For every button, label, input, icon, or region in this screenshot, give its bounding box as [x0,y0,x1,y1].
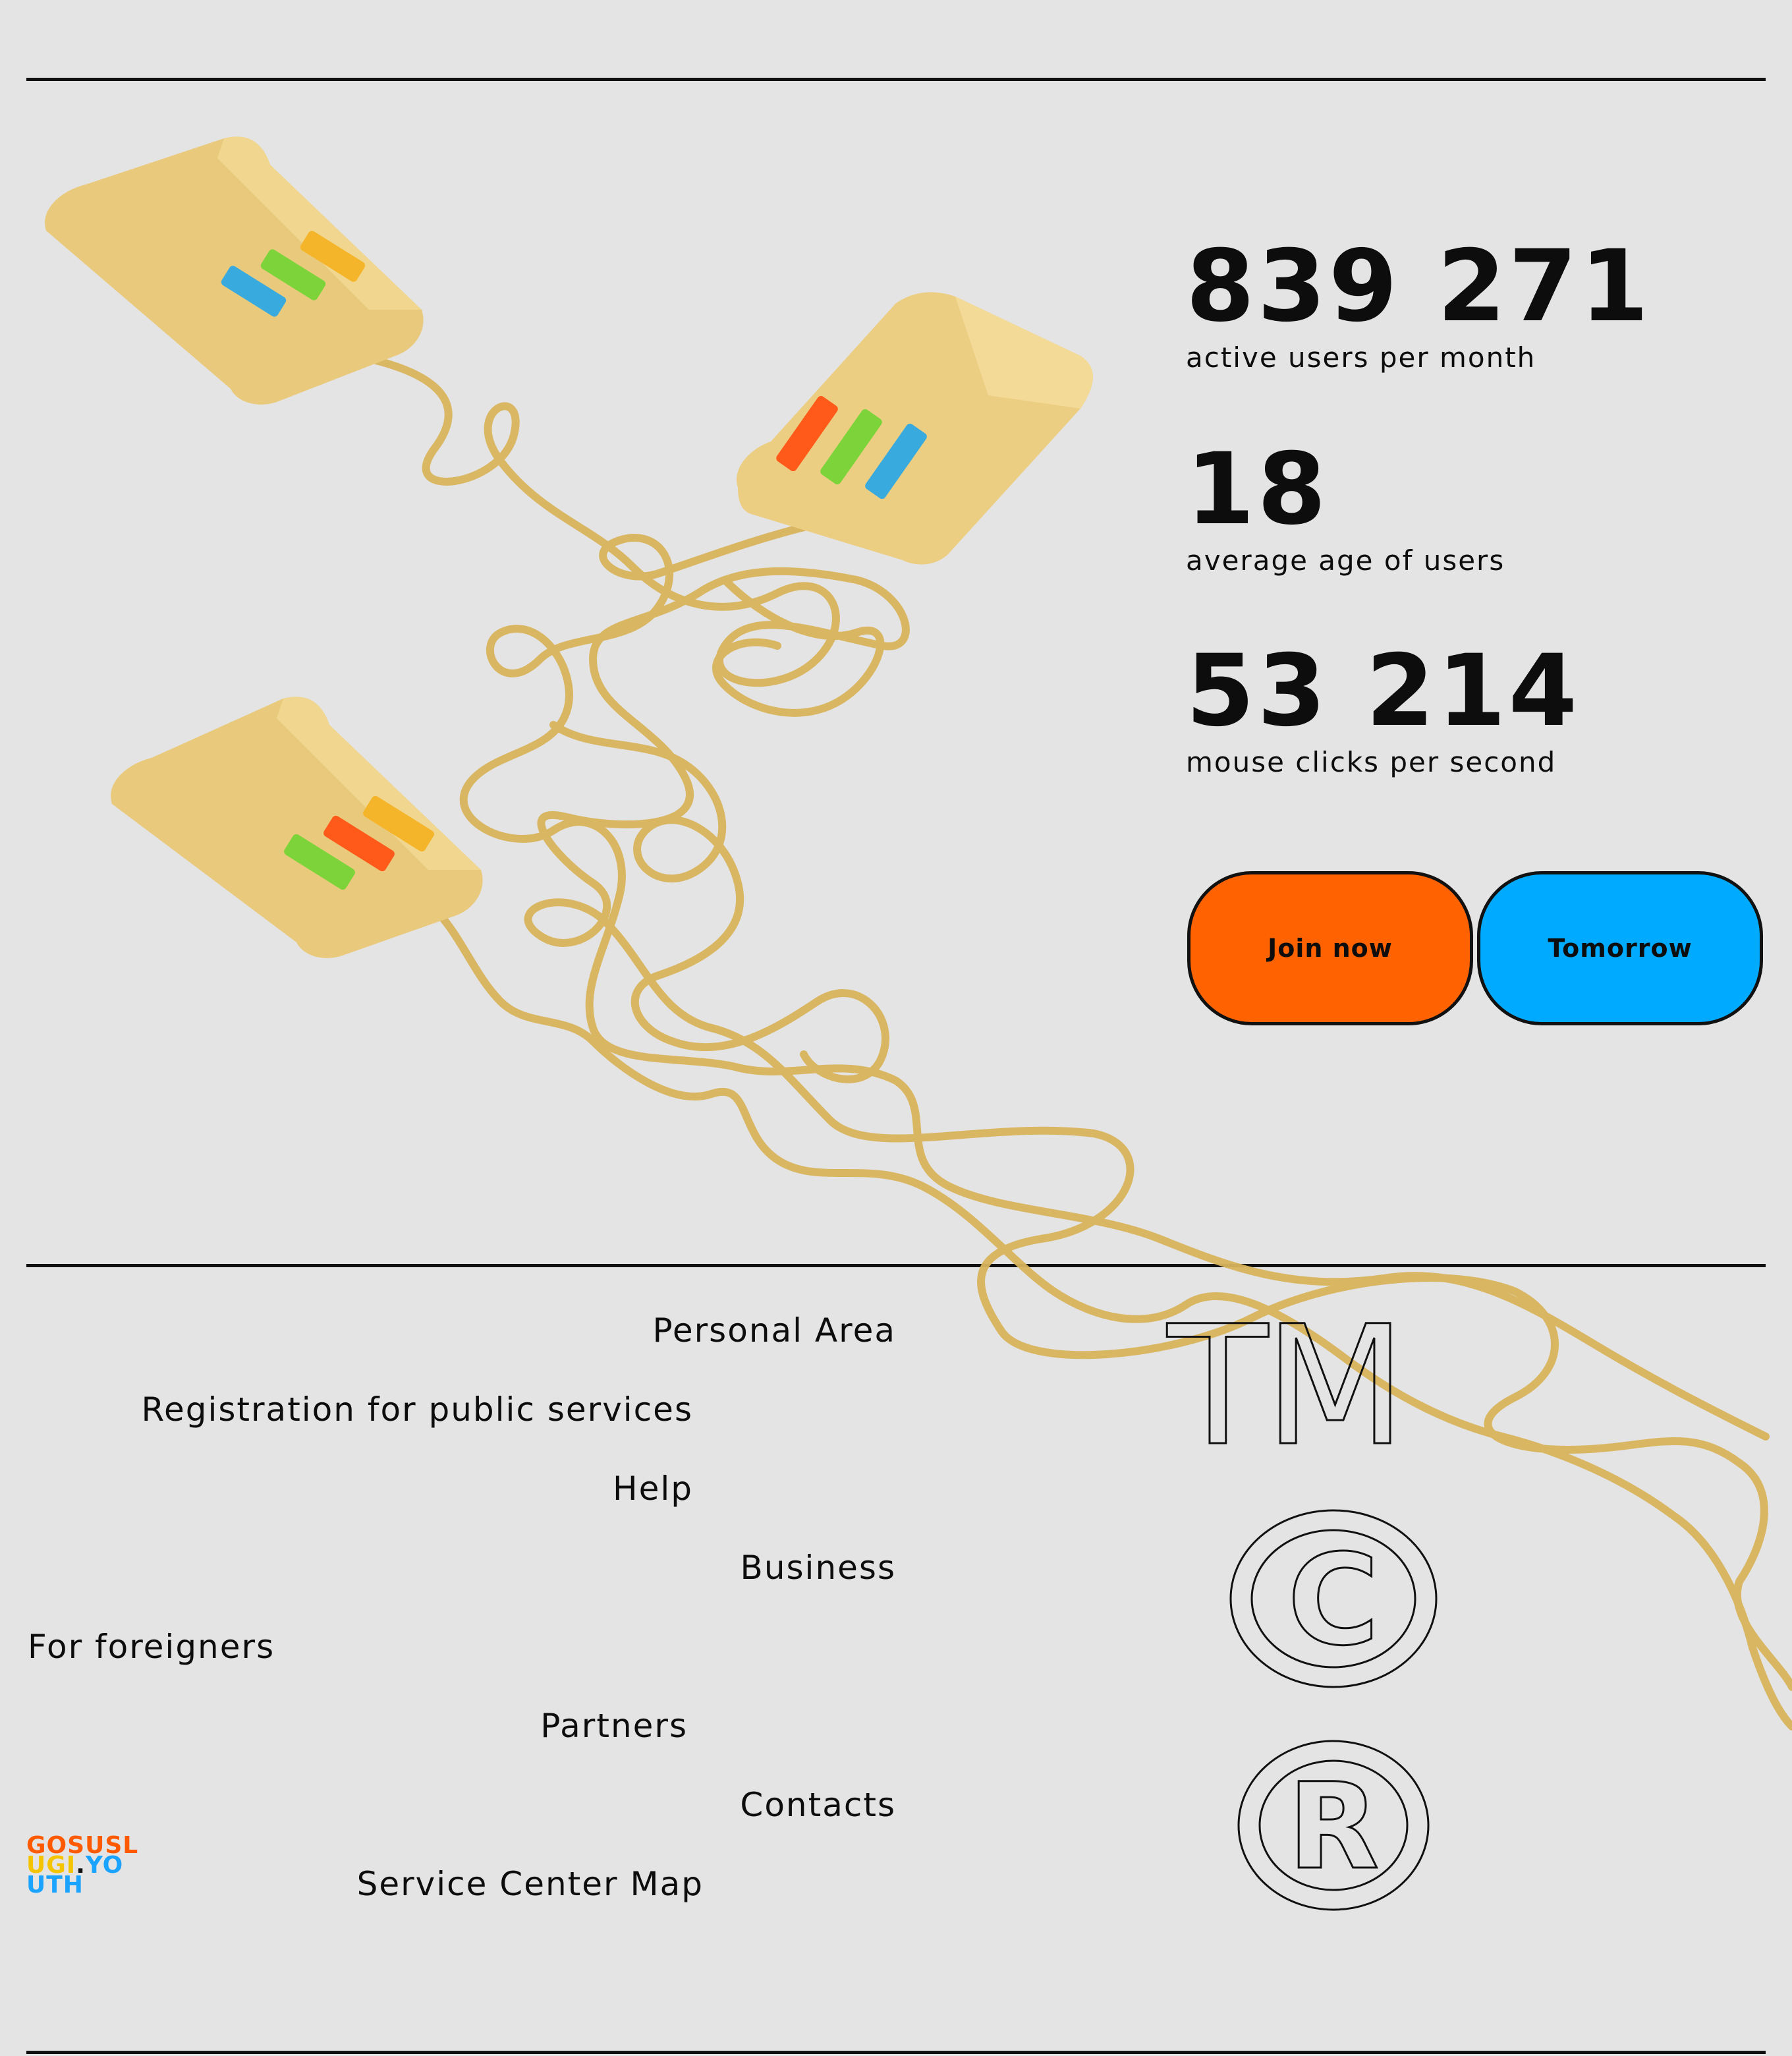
nav-contacts[interactable]: Contacts [740,1786,896,1824]
top-divider [26,78,1766,81]
stat-value: 18 [1186,432,1329,547]
middle-divider [26,1264,1766,1267]
bottom-divider [26,2051,1766,2054]
stat-value: 53 214 [1186,634,1581,749]
logo-line-2-a: UGI [26,1852,76,1879]
mouse-icon [45,136,424,405]
nav-registration[interactable]: Registration for public services [141,1390,693,1429]
logo[interactable]: GOSUSL UGI.YO UTH [26,1832,139,1899]
tomorrow-button[interactable]: Tomorrow [1477,871,1763,1025]
logo-line-2: UGI.YO [26,1854,138,1877]
mouse-icon [111,697,483,958]
logo-line-3: UTH [26,1871,84,1899]
stat-label: average age of users [1186,544,1505,577]
mouse-icon [737,292,1093,565]
trademark-icon: TM [1166,1305,1407,1463]
stat-label: active users per month [1186,341,1536,374]
nav-partners[interactable]: Partners [540,1707,688,1745]
stat-label: mouse clicks per second [1186,746,1557,778]
logo-dot: . [76,1852,86,1879]
nav-help[interactable]: Help [613,1470,693,1508]
nav-business[interactable]: Business [740,1549,896,1587]
trademark-text: TM [1167,1305,1402,1463]
registered-icon: R [1237,1740,1430,1911]
stat-active-users: 839 271 active users per month [1186,237,1651,374]
join-now-button[interactable]: Join now [1187,871,1473,1025]
copyright-icon: C [1229,1509,1438,1688]
stat-value: 839 271 [1186,229,1652,344]
registered-letter: R [1288,1758,1380,1896]
logo-line-1: GOSUSL [26,1832,139,1859]
logo-line-2-c: YO [85,1852,124,1879]
copyright-letter: C [1287,1528,1379,1673]
nav-service-center-map[interactable]: Service Center Map [356,1865,704,1903]
nav-personal-area[interactable]: Personal Area [652,1311,896,1350]
stat-average-age: 18 average age of users [1186,440,1505,577]
stat-mouse-clicks: 53 214 mouse clicks per second [1186,642,1580,778]
nav-for-foreigners[interactable]: For foreigners [28,1628,275,1666]
